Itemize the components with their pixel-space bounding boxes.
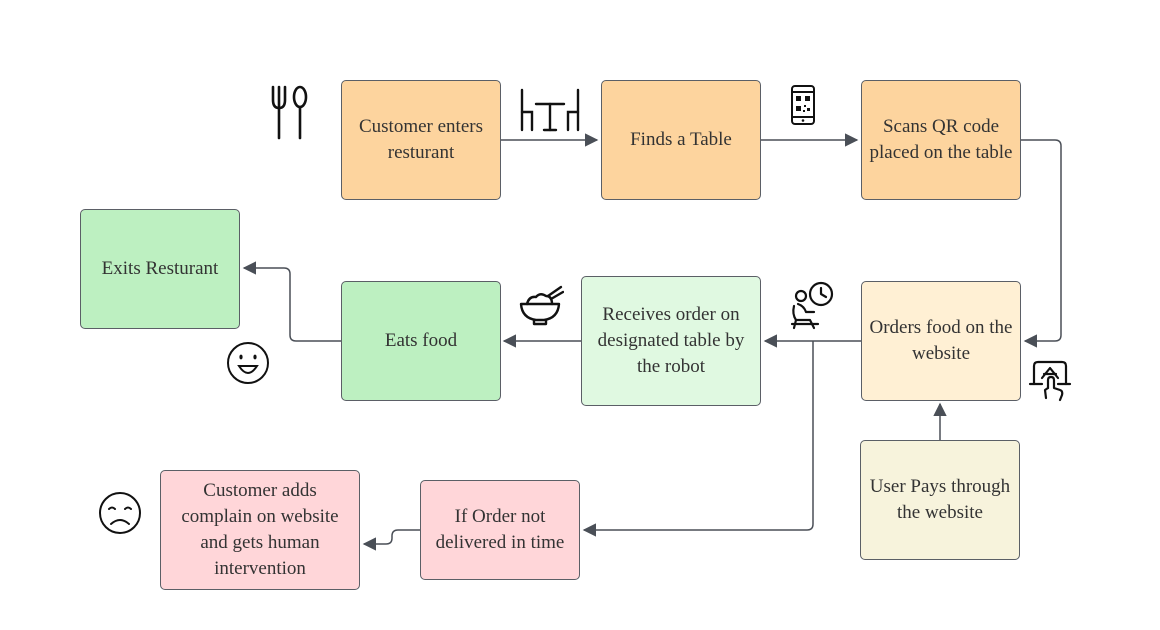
edge-not-delivered-to-complain [362, 529, 421, 551]
node-orders-food: Orders food on the website [861, 281, 1021, 401]
node-complain: Customer adds complain on website and ge… [160, 470, 360, 590]
node-receives-order: Receives order on designated table by th… [581, 276, 761, 406]
fork-and-spoon-icon [271, 85, 308, 140]
node-orders-food-label: Orders food on the website [869, 317, 1013, 364]
node-exits: Exits Resturant [80, 209, 240, 329]
node-scans-qr: Scans QR code placed on the table [861, 80, 1021, 200]
node-exits-label: Exits Resturant [101, 258, 219, 279]
node-scans-qr-label: Scans QR code placed on the table [869, 116, 1013, 163]
dining-table-icon [520, 88, 580, 132]
tap-pay-terminal-icon [1028, 360, 1072, 402]
node-customer-enters-label: Customer enters resturant [358, 116, 483, 163]
food-bowl-icon [519, 285, 564, 326]
node-finds-table: Finds a Table [601, 80, 761, 200]
edge-scan-to-order [1021, 139, 1062, 348]
node-receives-order-label: Receives order on designated table by th… [597, 304, 745, 377]
node-user-pays-label: User Pays through the website [869, 476, 1011, 523]
node-customer-enters: Customer enters resturant [341, 80, 501, 200]
node-if-not-delivered-label: If Order not delivered in time [435, 506, 565, 553]
node-finds-table-label: Finds a Table [630, 129, 732, 150]
phone-qr-icon [791, 85, 815, 125]
sad-face-icon [99, 492, 141, 534]
node-complain-label: Customer adds complain on website and ge… [181, 480, 339, 579]
node-if-not-delivered: If Order not delivered in time [420, 480, 580, 580]
edge-eats-to-exit [242, 261, 341, 342]
smiley-face-icon [227, 342, 269, 384]
node-eats-food: Eats food [341, 281, 501, 401]
person-waiting-clock-icon [790, 281, 834, 330]
node-eats-food-label: Eats food [384, 330, 458, 351]
node-user-pays: User Pays through the website [860, 440, 1020, 560]
edge-order-to-not-delivered [582, 341, 814, 537]
